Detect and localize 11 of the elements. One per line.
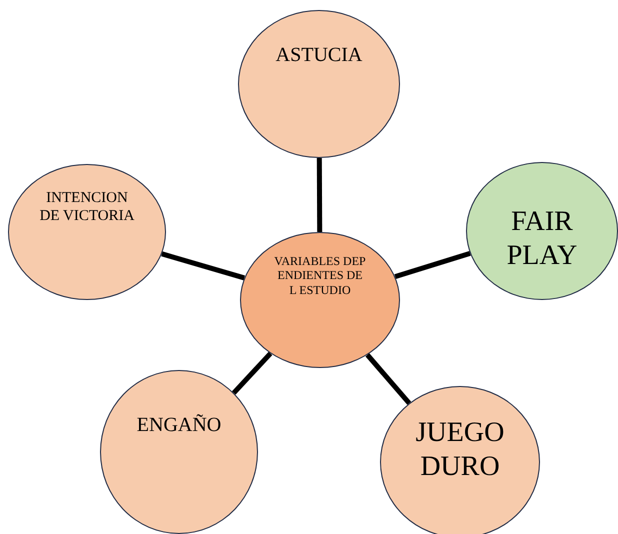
connector-line xyxy=(394,250,471,280)
connector-line xyxy=(161,251,246,280)
connector-line xyxy=(232,352,272,395)
node-label: ENGAÑO xyxy=(136,413,222,437)
connector-line xyxy=(365,353,412,405)
node-label: INTENCION DE VICTORIA xyxy=(40,189,134,225)
node-label: JUEGO DURO xyxy=(414,416,506,484)
node-label: FAIR PLAY xyxy=(506,205,578,272)
connector-line xyxy=(316,158,322,232)
node-label: ASTUCIA xyxy=(274,43,364,67)
node-label: VARIABLES DEPENDIENTES DEL ESTUDIO xyxy=(274,254,366,297)
